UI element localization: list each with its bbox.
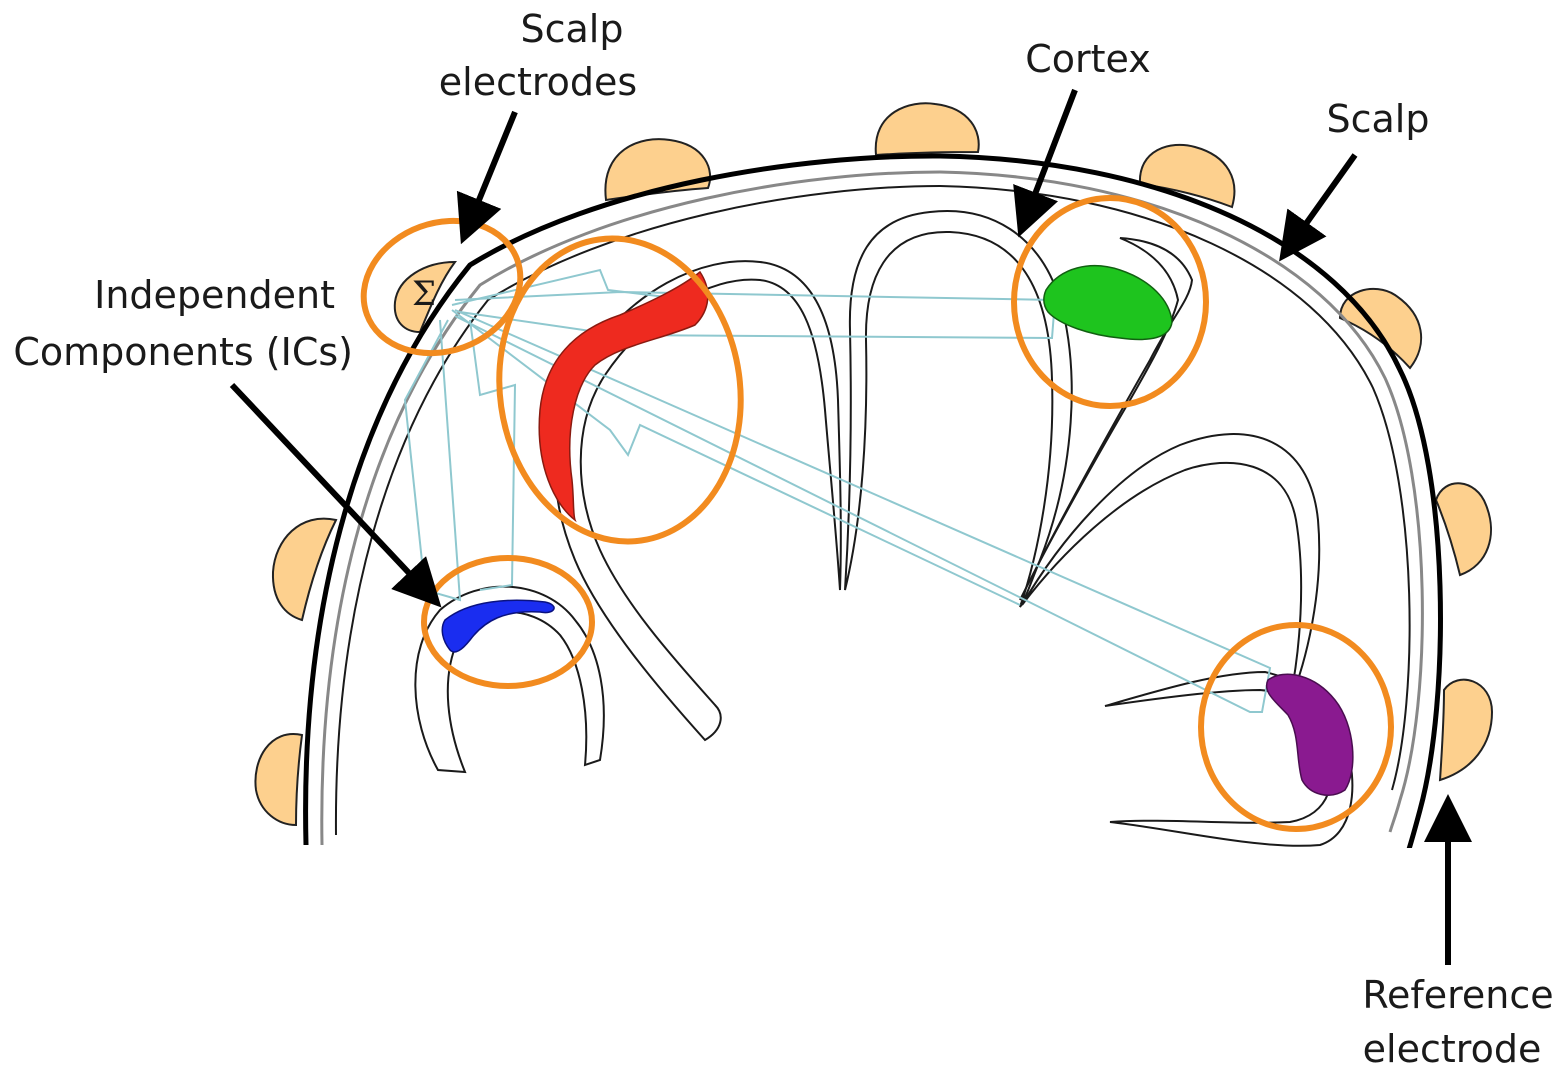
- projection-blue: [405, 320, 460, 600]
- label-scalp-electrodes-2: electrodes: [439, 60, 637, 104]
- arrow-scalp: [1293, 155, 1355, 242]
- label-scalp-electrodes-1: Scalp: [521, 7, 624, 51]
- electrode: [255, 734, 302, 825]
- label-cortex: Cortex: [1025, 37, 1151, 81]
- electrode: [273, 519, 336, 620]
- projection-blue-2: [470, 320, 515, 590]
- projection-green: [455, 292, 1055, 338]
- arrow-scalp-electrodes: [470, 112, 515, 222]
- gyrus-right-lower: [1022, 434, 1319, 700]
- source-red: [539, 272, 708, 520]
- arrow-ics: [232, 385, 425, 590]
- label-reference-2: electrode: [1363, 1027, 1542, 1071]
- electrode: [1436, 483, 1491, 575]
- cortex-folds: [415, 211, 1352, 846]
- sigma-symbol: Σ: [412, 274, 436, 314]
- label-ics-2: Components (ICs): [13, 330, 353, 374]
- gyrus-center: [845, 211, 1072, 607]
- electrode: [1440, 680, 1492, 780]
- bottom-mask: [330, 848, 1430, 1078]
- electrode: [876, 103, 979, 155]
- label-reference-1: Reference: [1362, 973, 1553, 1017]
- source-purple: [1267, 674, 1353, 795]
- label-scalp: Scalp: [1327, 97, 1430, 141]
- label-ics-1: Independent: [94, 273, 335, 317]
